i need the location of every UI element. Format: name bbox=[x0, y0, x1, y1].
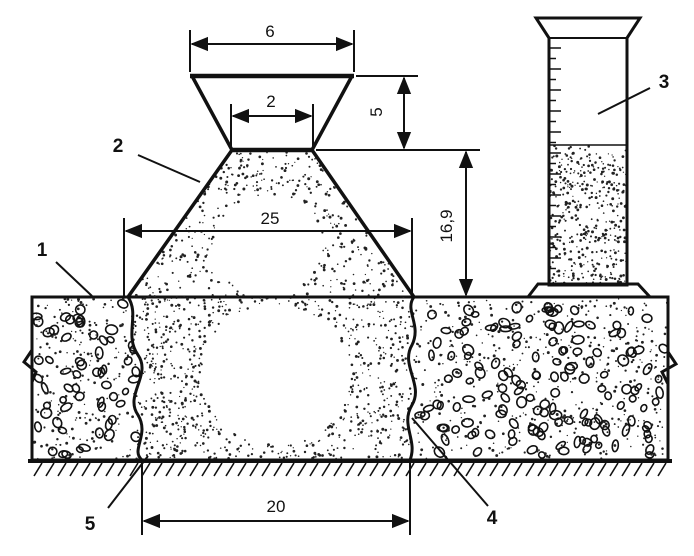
dim-neck-width: 2 bbox=[266, 92, 275, 111]
callout-leaders bbox=[55, 87, 651, 509]
ground-layer bbox=[22, 295, 679, 477]
hole-right-wall bbox=[406, 296, 417, 461]
dim-cone-base-width: 25 bbox=[261, 209, 280, 228]
dim-hole-width: 20 bbox=[267, 497, 286, 516]
dim-top-width: 6 bbox=[265, 22, 274, 41]
dimension-lines bbox=[123, 30, 480, 535]
measuring-cylinder bbox=[526, 16, 652, 299]
callout-2: 2 bbox=[113, 136, 124, 157]
dim-top-height: 5 bbox=[367, 107, 386, 116]
callout-1: 1 bbox=[37, 240, 48, 261]
callout-5: 5 bbox=[85, 514, 96, 535]
hole-left-wall bbox=[126, 296, 144, 462]
callout-3: 3 bbox=[659, 72, 670, 93]
callout-4: 4 bbox=[487, 508, 498, 529]
funnel bbox=[190, 73, 354, 151]
dim-cone-height: 16,9 bbox=[437, 209, 456, 242]
